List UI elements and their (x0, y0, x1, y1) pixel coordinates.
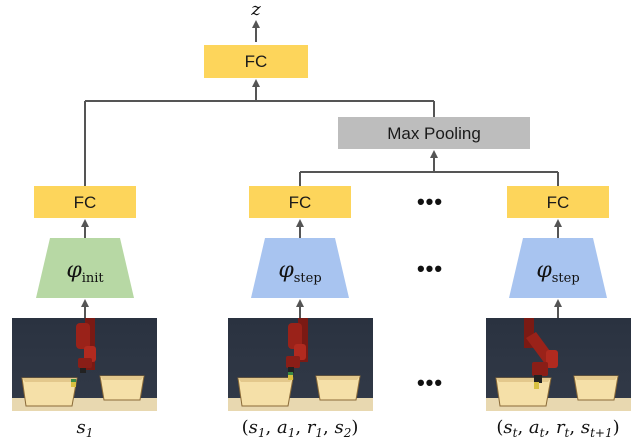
caption-s1: s1 (77, 417, 94, 440)
fc-label-step-1: FC (289, 193, 312, 212)
encoder-step-1-label: φstep (278, 258, 321, 286)
fc-box-step-1 (249, 186, 351, 218)
ellipsis-image-row: ••• (417, 370, 443, 395)
ellipsis-encoder-row: ••• (417, 256, 443, 281)
top-fc-box (204, 45, 308, 78)
caption-transition-1: (s1, a1, r1, s2) (242, 417, 359, 440)
robot-scene-image-step-1 (228, 318, 373, 411)
max-pooling-label: Max Pooling (387, 124, 481, 143)
robot-scene-image-step-t (486, 318, 631, 411)
encoder-step-1-trapezoid (251, 238, 349, 298)
fc-label-init: FC (74, 193, 97, 212)
caption-transition-t: (st, at, rt, st+1) (496, 417, 619, 440)
top-fc-label: FC (245, 52, 268, 71)
fc-label-step-t: FC (547, 193, 570, 212)
encoder-init-label: φinit (66, 258, 104, 286)
encoder-init-trapezoid (36, 238, 134, 298)
ellipsis-fc-row: ••• (417, 189, 443, 214)
encoder-step-t-trapezoid (509, 238, 607, 298)
encoder-step-t-label: φstep (536, 258, 579, 286)
max-pooling-box (338, 117, 530, 149)
fc-box-init (34, 186, 136, 218)
fc-box-step-t (507, 186, 609, 218)
robot-scene-image-s1 (12, 318, 157, 411)
output-z-label: z (250, 0, 261, 20)
